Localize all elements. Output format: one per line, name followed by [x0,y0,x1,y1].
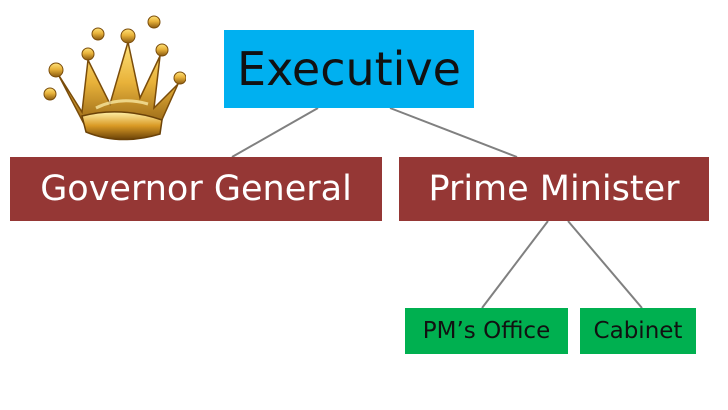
node-pm-office: PM’s Office [405,308,568,354]
node-cabinet-label: Cabinet [593,318,683,344]
crown-icon [43,15,186,141]
edge-executive-governor [231,107,319,158]
node-executive-label: Executive [237,42,461,96]
node-cabinet: Cabinet [580,308,696,354]
edge-pm-office [481,220,549,309]
node-prime-minister-label: Prime Minister [428,169,680,209]
node-governor-general-label: Governor General [40,169,352,209]
edge-executive-pm [389,107,518,158]
edge-pm-cabinet [567,220,643,309]
node-governor-general: Governor General [10,157,382,221]
node-prime-minister: Prime Minister [399,157,709,221]
node-executive: Executive [224,30,474,108]
node-pm-office-label: PM’s Office [422,318,551,344]
